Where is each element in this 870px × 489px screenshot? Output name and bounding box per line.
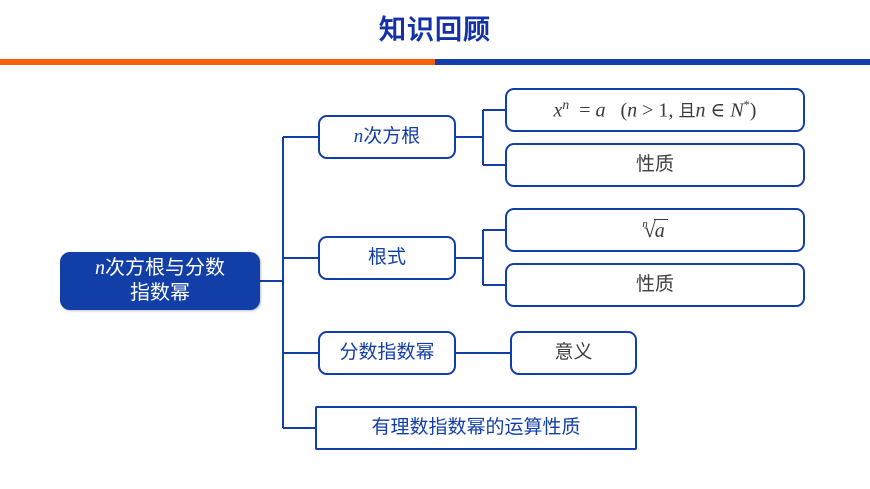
- title-divider: [0, 59, 870, 65]
- leaf-node-fractional-exponent-meaning[interactable]: 意义: [510, 331, 637, 375]
- branch-node-nth-root-label: n次方根: [353, 126, 421, 148]
- branch-node-radical-expression-label: 根式: [367, 247, 406, 269]
- branch-node-radical-expression[interactable]: 根式: [318, 236, 456, 280]
- leaf-node-nth-root-properties-label: 性质: [635, 154, 674, 176]
- root-node-label: n次方根与分数指数幂: [95, 257, 225, 304]
- formula-xn-equals-a: xn = a (n > 1, 且n ∈ N*): [553, 96, 757, 122]
- leaf-node-nth-root-definition[interactable]: xn = a (n > 1, 且n ∈ N*): [505, 88, 805, 132]
- branch-node-fractional-exponent-label: 分数指数幂: [339, 342, 435, 364]
- branch-node-rational-exponent-operations[interactable]: 有理数指数幂的运算性质: [315, 406, 637, 450]
- branch-node-nth-root[interactable]: n次方根: [318, 115, 456, 159]
- branch-node-rational-exponent-operations-label: 有理数指数幂的运算性质: [371, 417, 581, 439]
- radical-n-root-a: n√a: [642, 218, 668, 241]
- page-title: 知识回顾: [379, 15, 491, 45]
- leaf-node-fractional-exponent-meaning-label: 意义: [554, 342, 593, 364]
- root-node[interactable]: n次方根与分数指数幂: [60, 252, 260, 310]
- leaf-node-radical-properties[interactable]: 性质: [505, 263, 805, 307]
- leaf-node-radical-symbol[interactable]: n√a: [505, 208, 805, 252]
- branch-node-fractional-exponent[interactable]: 分数指数幂: [318, 331, 456, 375]
- divider-orange-segment: [0, 59, 435, 65]
- leaf-node-nth-root-properties[interactable]: 性质: [505, 143, 805, 187]
- divider-blue-segment: [435, 59, 870, 65]
- leaf-node-radical-properties-label: 性质: [635, 274, 674, 296]
